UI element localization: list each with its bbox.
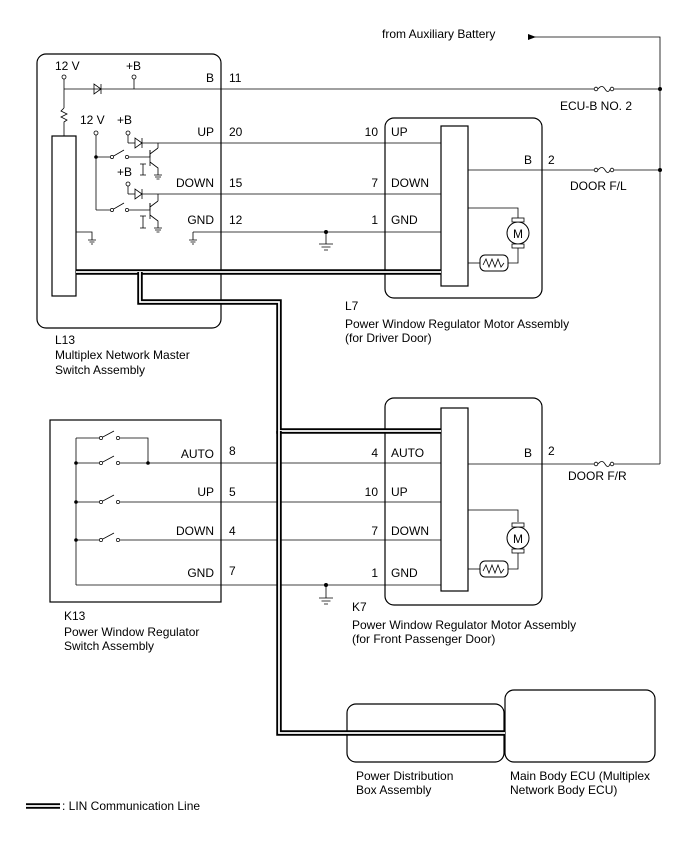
master-ic [51, 135, 77, 297]
k13-pin-label-gnd: GND [187, 566, 214, 580]
fuse-door-fr-label: DOOR F/R [568, 469, 627, 483]
driver-pin-label-gnd: GND [391, 213, 418, 227]
master-name-line1: Multiplex Network Master [55, 348, 190, 362]
k13-pin-num-8: 8 [229, 444, 236, 458]
k13-code: K13 [64, 609, 86, 623]
k13-switch-down [76, 532, 115, 541]
battery-source-label: from Auxiliary Battery [382, 27, 495, 41]
passenger-pin-num-10: 10 [365, 485, 379, 499]
supply-12v-terminal [61, 74, 67, 80]
pullup-resistor [60, 107, 68, 136]
k13-name-line2: Switch Assembly [64, 639, 154, 653]
master-inner-12v-label: 12 V [80, 113, 105, 127]
k13-name-line1: Power Window Regulator [64, 625, 199, 639]
k13-pin-num-7: 7 [229, 564, 236, 578]
passenger-pin-label-up: UP [391, 485, 408, 499]
master-inner-b1-label: +B [117, 113, 132, 127]
passenger-b-num: 2 [548, 444, 555, 458]
fuse-ecu-b-label: ECU-B NO. 2 [560, 99, 632, 113]
passenger-pin-num-4: 4 [371, 446, 378, 460]
driver-b-num: 2 [548, 153, 555, 167]
master-inner-b2-label: +B [117, 165, 132, 179]
master-switch-box [36, 53, 222, 329]
k13-pin-num-5: 5 [229, 485, 236, 499]
diode-down [134, 188, 143, 200]
diode-b-line [93, 83, 102, 95]
passenger-pin-num-1: 1 [371, 566, 378, 580]
driver-motor-box [384, 117, 543, 299]
passenger-pin-label-gnd: GND [391, 566, 418, 580]
driver-b-label: B [524, 153, 532, 167]
supply-b-terminal [131, 74, 137, 80]
driver-name-line1: Power Window Regulator Motor Assembly [345, 317, 569, 331]
passenger-ic [440, 407, 469, 592]
ground-driver [319, 232, 333, 251]
passenger-b-label: B [524, 446, 532, 460]
k13-switch-up [76, 494, 115, 503]
battery-feed-line [531, 36, 661, 464]
master-b-label: +B [126, 59, 141, 73]
switch-up-contact [96, 149, 125, 158]
ground-passenger [319, 585, 333, 605]
master-pin-label-b: B [206, 71, 214, 85]
k13-pin-label-auto: AUTO [181, 447, 214, 461]
fuse-door-fl-label: DOOR F/L [570, 179, 627, 193]
diode-up [134, 137, 143, 149]
junction-ecu-b [658, 87, 662, 91]
regulator-switch-box [49, 419, 222, 603]
passenger-pin-label-down: DOWN [391, 524, 429, 538]
master-pin-num-20: 20 [229, 125, 243, 139]
ecu-name-line1: Main Body ECU (Multiplex [510, 769, 650, 783]
passenger-name-line2: (for Front Passenger Door) [352, 632, 495, 646]
battery-arrow [528, 34, 536, 40]
passenger-pin-label-auto: AUTO [391, 446, 424, 460]
legend-label: : LIN Communication Line [62, 799, 200, 813]
driver-pin-num-1: 1 [371, 213, 378, 227]
master-12v-label: 12 V [55, 59, 80, 73]
fuse-door-fl [593, 166, 615, 174]
passenger-pin-num-7: 7 [371, 524, 378, 538]
driver-pin-num-7: 7 [371, 176, 378, 190]
fuse-ecu-b [593, 85, 615, 93]
main-body-ecu-box [504, 689, 656, 763]
master-name-line2: Switch Assembly [55, 363, 145, 377]
driver-motor-m: M [513, 227, 523, 241]
passenger-name-line1: Power Window Regulator Motor Assembly [352, 618, 576, 632]
k13-pin-num-4: 4 [229, 524, 236, 538]
driver-ic [440, 125, 469, 287]
driver-code: L7 [345, 299, 359, 313]
fuse-door-fr [593, 460, 615, 468]
driver-pin-label-up: UP [391, 125, 408, 139]
junction-door-fl [658, 168, 662, 172]
ecu-name-line2: Network Body ECU) [510, 783, 617, 797]
driver-pin-label-down: DOWN [391, 176, 429, 190]
k13-pin-label-up: UP [197, 485, 214, 499]
pdb-name-line1: Power Distribution [356, 769, 453, 783]
master-pin-num-11: 11 [229, 71, 242, 85]
master-pin-label-up: UP [197, 125, 214, 139]
transistor-down [140, 193, 220, 233]
driver-name-line2: (for Driver Door) [345, 331, 432, 345]
driver-pin-num-10: 10 [365, 125, 379, 139]
k13-pin-label-down: DOWN [176, 524, 214, 538]
passenger-motor-m: M [513, 532, 523, 546]
lin-bus [76, 269, 505, 736]
master-code: L13 [55, 333, 75, 347]
master-pin-label-gnd: GND [187, 213, 214, 227]
k13-switch-auto [76, 455, 115, 464]
pdb-name-line2: Box Assembly [356, 783, 431, 797]
passenger-motor-box [384, 397, 543, 606]
master-pin-label-down: DOWN [176, 176, 214, 190]
master-pin-num-15: 15 [229, 176, 243, 190]
passenger-code: K7 [352, 600, 367, 614]
master-pin-num-12: 12 [229, 213, 243, 227]
switch-down-contact [96, 202, 125, 211]
transistor-up [140, 142, 220, 180]
